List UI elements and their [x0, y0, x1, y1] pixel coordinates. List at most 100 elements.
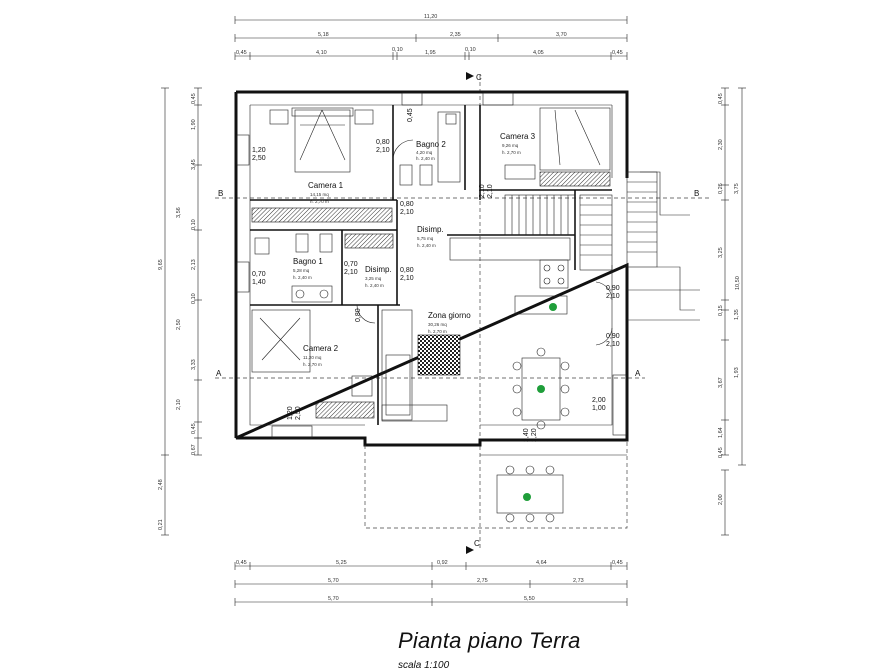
dim-top-r2-2: 3,70 [556, 32, 567, 38]
camera2-area: 11,20 mq [303, 355, 322, 360]
zona-giorno-height: h. 2,70 m [428, 329, 447, 334]
giorno-door-h: 2,20 [531, 428, 538, 442]
camera1-height: h. 2,70 m [310, 199, 329, 204]
dim-right-3: 3,75 [734, 183, 740, 194]
dim-bot-r1-1: 5,25 [336, 560, 347, 566]
bagno2-door-w: 0,80 [376, 139, 390, 146]
dim-right-outer-0: 10,50 [735, 276, 741, 290]
cam2-win-w: 1,20 [287, 406, 294, 420]
bagno1-door-h: 2,10 [344, 269, 358, 276]
bagno2-door-h: 2,10 [376, 147, 390, 154]
dim-bot-r2-0: 5,70 [328, 578, 339, 584]
bagno2-name: Bagno 2 [416, 140, 446, 149]
dim-right-outer-1: 2,00 [718, 494, 724, 505]
dim-left-outer-0: 0,21 [158, 519, 164, 530]
dim-top-r2-0: 5,18 [318, 32, 329, 38]
dim-right-0: 0,45 [718, 93, 724, 104]
bagno1-win-h: 1,40 [252, 279, 266, 286]
opening-labels: 1,20 2,50 0,80 2,10 0,45 0,80 2,10 0,70 … [252, 108, 620, 442]
bottom-dimensions: 0,45 5,25 0,92 4,64 0,45 5,70 2,75 2,73 … [234, 560, 628, 606]
zona-giorno-name: Zona giorno [428, 311, 471, 320]
dim-top-r3-5: 4,05 [533, 50, 544, 56]
dim-right-7: 1,93 [734, 367, 740, 378]
dim-left-8: 3,33 [191, 359, 197, 370]
giorno-door-w: 2,40 [523, 428, 530, 442]
dim-left-10: 0,45 [191, 423, 197, 434]
giorno-win-h: 1,00 [592, 405, 606, 412]
disimp2-height: h. 2,40 m [365, 283, 384, 288]
disimp-door-h: 2,10 [400, 209, 414, 216]
top-dimensions: 11,20 5,18 2,35 3,70 0,45 4,10 0,10 1,95… [234, 14, 628, 60]
dim-left-outer-2: 9,65 [158, 259, 164, 270]
dim-left-5: 2,13 [191, 259, 197, 270]
drawing-title: Pianta piano Terra [398, 628, 581, 653]
dim-bot-r3-0: 5,70 [328, 596, 339, 602]
disimp-door-w: 0,80 [400, 201, 414, 208]
disimp2-door-w: 0,80 [400, 267, 414, 274]
section-mark-b-right: B [694, 189, 699, 198]
dim-left-11: 0,67 [191, 444, 197, 455]
disimp1-height: h. 2,40 m [417, 243, 436, 248]
dim-right-1: 2,30 [718, 139, 724, 150]
disimp2-area: 3,25 mq [365, 276, 382, 281]
dim-left-6: 0,10 [191, 293, 197, 304]
camera2-name: Camera 2 [303, 344, 339, 353]
cam3-door-w: 2,10 [479, 184, 486, 198]
entry2-w: 0,90 [606, 333, 620, 340]
camera3-name: Camera 3 [500, 132, 536, 141]
bagno1-height: h. 2,40 m [293, 275, 312, 280]
dim-right-9: 1,64 [718, 427, 724, 438]
dim-right-4: 3,25 [718, 247, 724, 258]
dim-top-r3-0: 0,45 [236, 50, 247, 56]
camera3-height: h. 2,70 m [502, 150, 521, 155]
dim-left-0: 0,45 [191, 93, 197, 104]
bagno2-area: 4,20 mq [416, 150, 433, 155]
section-mark-c-top: C [476, 73, 482, 82]
camera2-height: h. 2,70 m [303, 362, 322, 367]
cam1-win-h: 2,50 [252, 155, 266, 162]
cam2-win-h: 2,50 [295, 406, 302, 420]
dim-bot-r1-2: 0,92 [437, 560, 448, 566]
dim-left-9: 2,10 [176, 399, 182, 410]
section-mark-c-bottom: C [474, 539, 480, 548]
dim-right-6: 1,35 [734, 309, 740, 320]
dim-top-r3-4: 0,10 [465, 47, 476, 53]
dim-bot-r2-1: 2,75 [477, 578, 488, 584]
entry2-h: 2,10 [606, 341, 620, 348]
entry1-w: 0,90 [606, 285, 620, 292]
dim-bot-r1-0: 0,45 [236, 560, 247, 566]
camera1-area: 14,15 mq [310, 192, 329, 197]
dim-top-r2-1: 2,35 [450, 32, 461, 38]
drawing-scale: scala 1:100 [398, 660, 450, 671]
exterior-walls [234, 90, 629, 529]
camera3-area: 9,26 mq [502, 143, 519, 148]
section-mark-a-right: A [635, 369, 641, 378]
bagno2-height: h. 2,40 m [416, 156, 435, 161]
bagno1-win-w: 0,70 [252, 271, 266, 278]
dim-right-5: 0,15 [718, 305, 724, 316]
disimp1-name: Disimp. [417, 225, 444, 234]
disimp2-door-h: 2,10 [400, 275, 414, 282]
bagno1-door-w: 0,70 [344, 261, 358, 268]
cam3-door-h: 2,10 [487, 184, 494, 198]
dim-left-3: 3,56 [176, 207, 182, 218]
dim-left-7: 2,50 [176, 319, 182, 330]
dim-left-outer-1: 2,48 [158, 479, 164, 490]
dim-left-2: 3,45 [191, 159, 197, 170]
dim-left-1: 1,90 [191, 119, 197, 130]
dim-right-10: 0,45 [718, 447, 724, 458]
zona-giorno-area: 30,26 mq [428, 322, 447, 327]
left-dimensions: 0,21 2,48 9,65 0,45 1,90 3,45 3,56 0,10 … [158, 87, 202, 536]
section-mark-b-left: B [218, 189, 223, 198]
cam1-win-w: 1,20 [252, 147, 266, 154]
disimp2-side: 0,80 [355, 308, 362, 322]
dim-top-r3-6: 0,45 [612, 50, 623, 56]
dim-top-overall: 11,20 [424, 14, 437, 20]
dim-bot-r2-2: 2,73 [573, 578, 584, 584]
bagno2-win: 0,45 [407, 108, 414, 122]
section-mark-a-left: A [216, 369, 222, 378]
giorno-win-w: 2,00 [592, 397, 606, 404]
dim-top-r3-1: 4,10 [316, 50, 327, 56]
dim-right-2: 0,26 [718, 183, 724, 194]
